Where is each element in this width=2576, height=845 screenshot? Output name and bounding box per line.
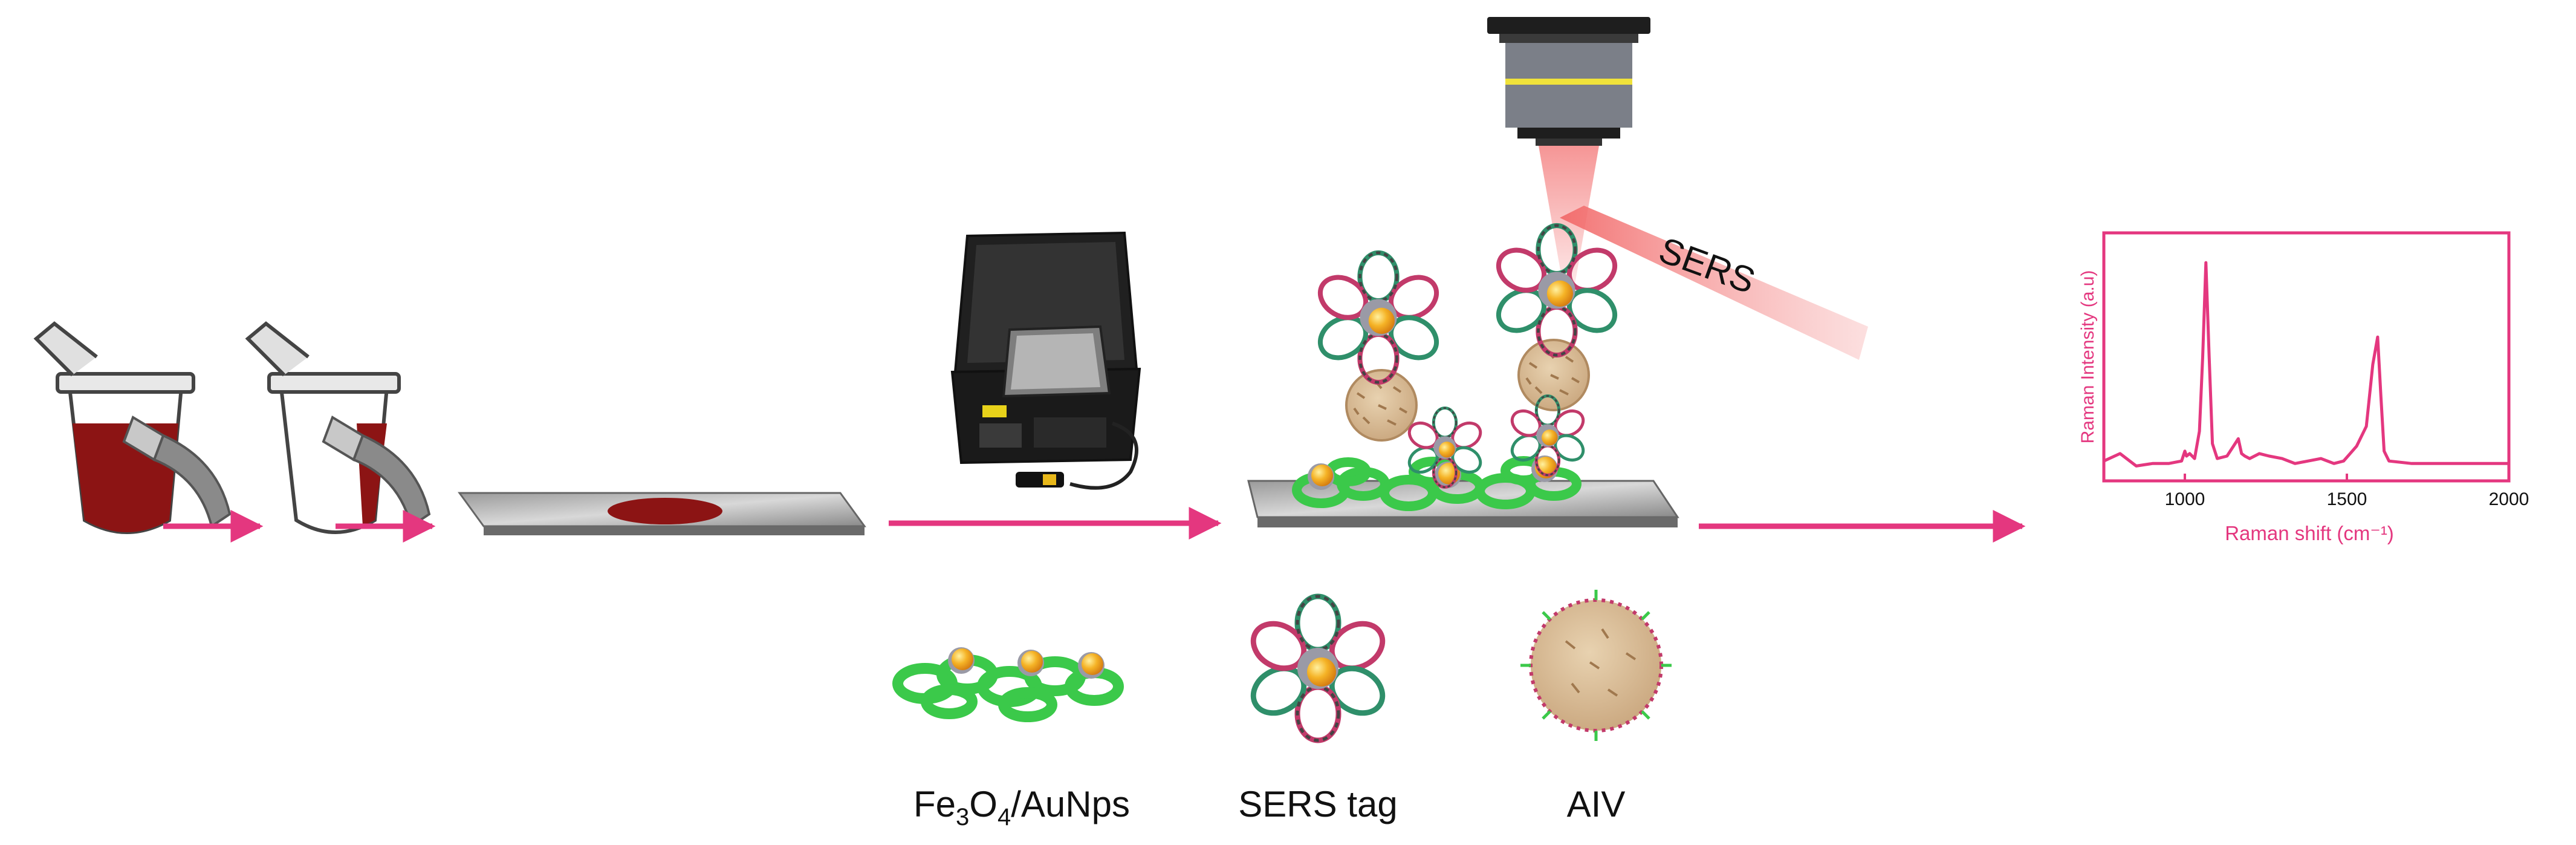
aiv-virus-icon [1520, 590, 1672, 741]
sers-beam-label: SERS [1654, 229, 1760, 301]
magnet-icon-1 [122, 416, 232, 529]
fe3o4-aunps-label: Fe3O4/AuNps [913, 784, 1130, 830]
microscope-icon [1487, 17, 1650, 146]
chart-frame [2102, 231, 2511, 483]
chart-marks: 1000 1500 2000 [2103, 261, 2529, 509]
raman-spectrum-chart: 1000 1500 2000 Raman Intensity (a.u) Raman… [2078, 231, 2529, 544]
sers-substrate [1247, 455, 1679, 527]
sample-spot [608, 498, 722, 524]
fe3o4-aunps-icon [892, 647, 1124, 722]
sers-tag-icon [1245, 596, 1390, 740]
x-tick-label: 1500 [2327, 489, 2367, 509]
chart-ylabel: Raman Intensity (a.u) [2078, 270, 2098, 444]
sers-tag-label: SERS tag [1238, 784, 1397, 824]
tube-icon-separated [245, 321, 401, 534]
spectrum-line-0 [2103, 261, 2509, 468]
sers-complex-left [1313, 253, 1485, 488]
sers-complex-right [1491, 226, 1622, 475]
device-icon [950, 231, 1141, 490]
aiv-label: AIV [1567, 784, 1626, 824]
chart-xlabel: Raman shift (cm⁻¹) [2225, 522, 2394, 544]
sers-beam [1560, 206, 1868, 360]
x-tick-label: 1000 [2165, 489, 2205, 509]
substrate-slide [458, 492, 866, 535]
x-tick-label: 2000 [2489, 489, 2529, 509]
tube-icon-sample [33, 321, 195, 534]
